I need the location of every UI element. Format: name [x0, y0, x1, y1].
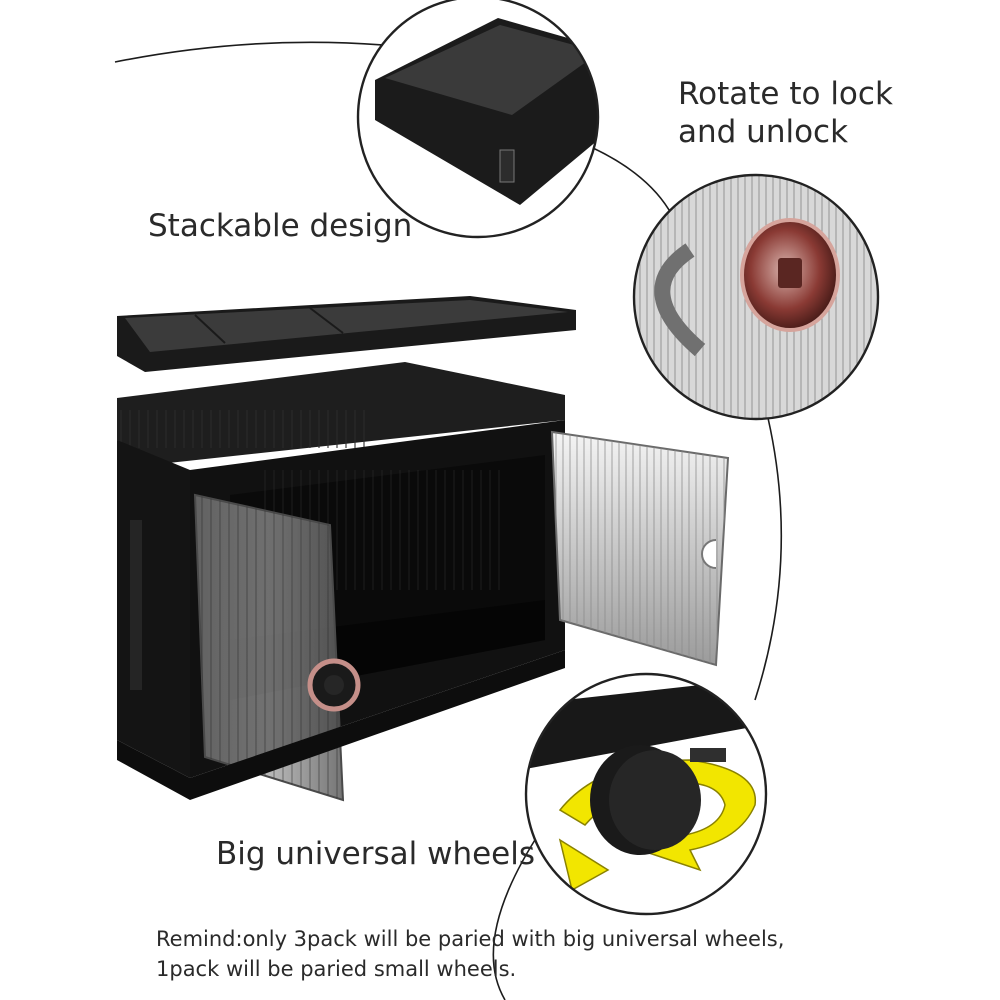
remind-note-line2: 1pack will be paried small wheels.: [156, 957, 517, 982]
rotate-lock-label: Rotate to lock and unlock: [678, 76, 893, 152]
stacking-detail: [356, 0, 600, 239]
box-body: [117, 440, 190, 778]
connector-lines: [114, 41, 783, 1000]
stackable-design-label: Stackable design: [148, 208, 413, 244]
rotate-lock-label-line2: and unlock: [678, 113, 849, 150]
lock-detail: [632, 173, 880, 421]
right-door: [550, 430, 730, 667]
remind-note-line1: Remind:only 3pack will be paried with bi…: [156, 927, 785, 951]
remind-note: Remind:only 3pack will be paried with bi…: [156, 924, 784, 985]
storage-box: [117, 296, 730, 802]
rotate-lock-label-line1: Rotate to lock: [678, 76, 893, 112]
universal-wheels-label: Big universal wheels: [216, 836, 536, 872]
wheel-detail: [524, 672, 768, 916]
left-door: [193, 493, 361, 802]
